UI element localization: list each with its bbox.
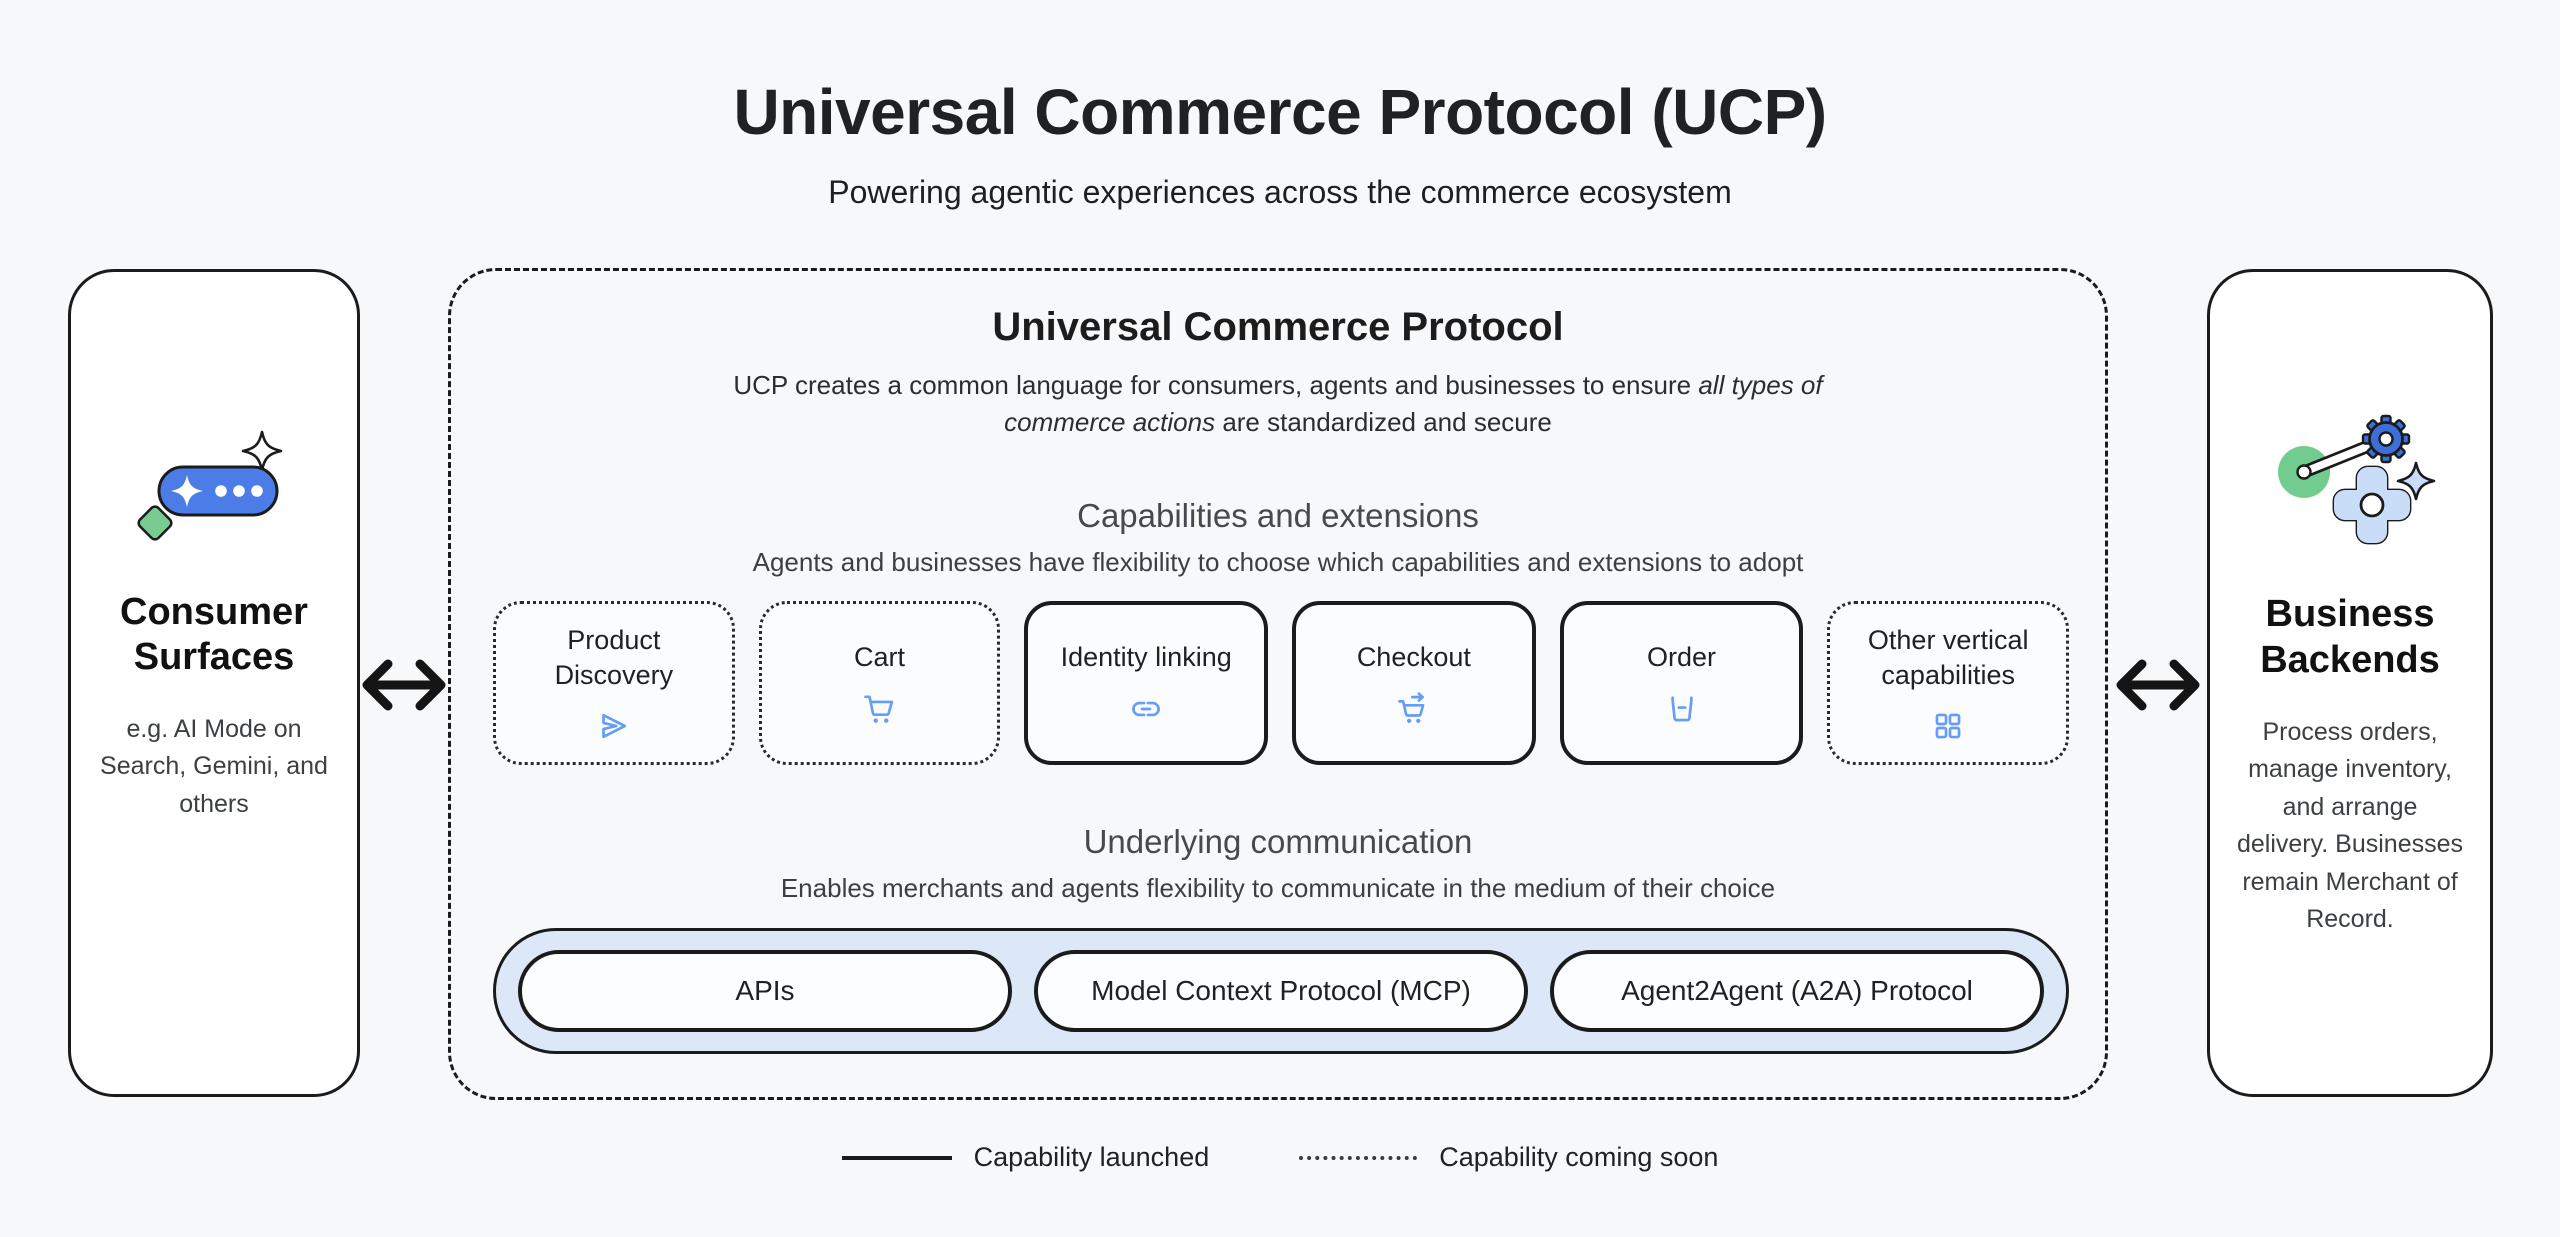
legend-launched: Capability launched	[841, 1142, 1210, 1173]
capability-checkout: Checkout	[1292, 601, 1536, 765]
capability-order: Order	[1559, 601, 1804, 765]
dotted-line-swatch	[1299, 1155, 1418, 1160]
capability-label: Other vertical capabilities	[1867, 624, 2029, 690]
capability-label: Product Discovery	[554, 624, 674, 690]
left-bidirectional-arrow	[362, 659, 446, 711]
comm-pill-mcp: Model Context Protocol (MCP)	[1034, 950, 1528, 1032]
communication-band: APIs Model Context Protocol (MCP) Agent2…	[493, 928, 2069, 1054]
order-box-icon	[1670, 695, 1693, 721]
capability-other-vertical: Other vertical capabilities	[1827, 601, 2070, 765]
capabilities-heading: Capabilities and extensions	[1077, 497, 1479, 534]
legend-coming-soon-label: Capability coming soon	[1439, 1142, 1719, 1172]
ucp-panel-description: UCP creates a common language for consum…	[731, 367, 1825, 441]
send-icon	[601, 713, 626, 739]
capabilities-subheading: Agents and businesses have flexibility t…	[752, 547, 1804, 577]
ucp-desc-suffix: are standardized and secure	[1215, 406, 1552, 437]
solid-line-swatch	[841, 1155, 952, 1160]
capability-label: Checkout	[1356, 642, 1471, 673]
comm-pill-apis: APIs	[518, 950, 1012, 1032]
gears-icon	[2264, 387, 2436, 552]
capability-label: Identity linking	[1060, 642, 1232, 673]
ucp-desc-italic: all types of commerce actions	[1004, 370, 1823, 437]
consumer-surfaces-card: Consumer Surfaces e.g. AI Mode on Search…	[68, 269, 360, 1097]
cart-checkout-icon	[1398, 691, 1425, 723]
capability-label: Cart	[854, 642, 906, 673]
communication-subheading: Enables merchants and agents flexibility…	[780, 873, 1776, 903]
consumer-surfaces-title: Consumer Surfaces	[120, 590, 308, 679]
page-title: Universal Commerce Protocol (UCP)	[733, 76, 1827, 148]
capabilities-row: Product Discovery Cart Identity linking	[493, 601, 2070, 765]
capability-identity-linking: Identity linking	[1024, 601, 1269, 765]
communication-heading: Underlying communication	[1083, 823, 1473, 860]
legend-coming-soon: Capability coming soon	[1299, 1142, 1718, 1173]
legend-launched-label: Capability launched	[973, 1142, 1210, 1172]
ucp-desc-prefix: UCP creates a common language for consum…	[733, 370, 1699, 400]
grid-icon	[1935, 713, 1961, 739]
ucp-panel: Universal Commerce Protocol UCP creates …	[448, 268, 2108, 1100]
business-backends-card: Business Backends Process orders, manage…	[2207, 269, 2493, 1097]
link-icon	[1132, 701, 1161, 716]
comm-pill-a2a: Agent2Agent (A2A) Protocol	[1550, 950, 2044, 1032]
capability-label: Order	[1647, 642, 1717, 673]
cart-icon	[863, 695, 893, 723]
consumer-surfaces-description: e.g. AI Mode on Search, Gemini, and othe…	[100, 714, 328, 818]
right-bidirectional-arrow	[2116, 659, 2200, 711]
business-backends-title: Business Backends	[2260, 593, 2440, 681]
page-subtitle: Powering agentic experiences across the …	[828, 174, 1732, 210]
legend: Capability launched Capability coming so…	[0, 1142, 2560, 1173]
ucp-panel-title: Universal Commerce Protocol	[992, 305, 1564, 349]
capability-product-discovery: Product Discovery	[493, 601, 735, 765]
capability-cart: Cart	[758, 601, 1001, 765]
chat-sparkle-icon	[129, 423, 299, 550]
business-backends-description: Process orders, manage inventory, and ar…	[2236, 717, 2464, 934]
header: Universal Commerce Protocol (UCP) Poweri…	[0, 80, 2560, 211]
